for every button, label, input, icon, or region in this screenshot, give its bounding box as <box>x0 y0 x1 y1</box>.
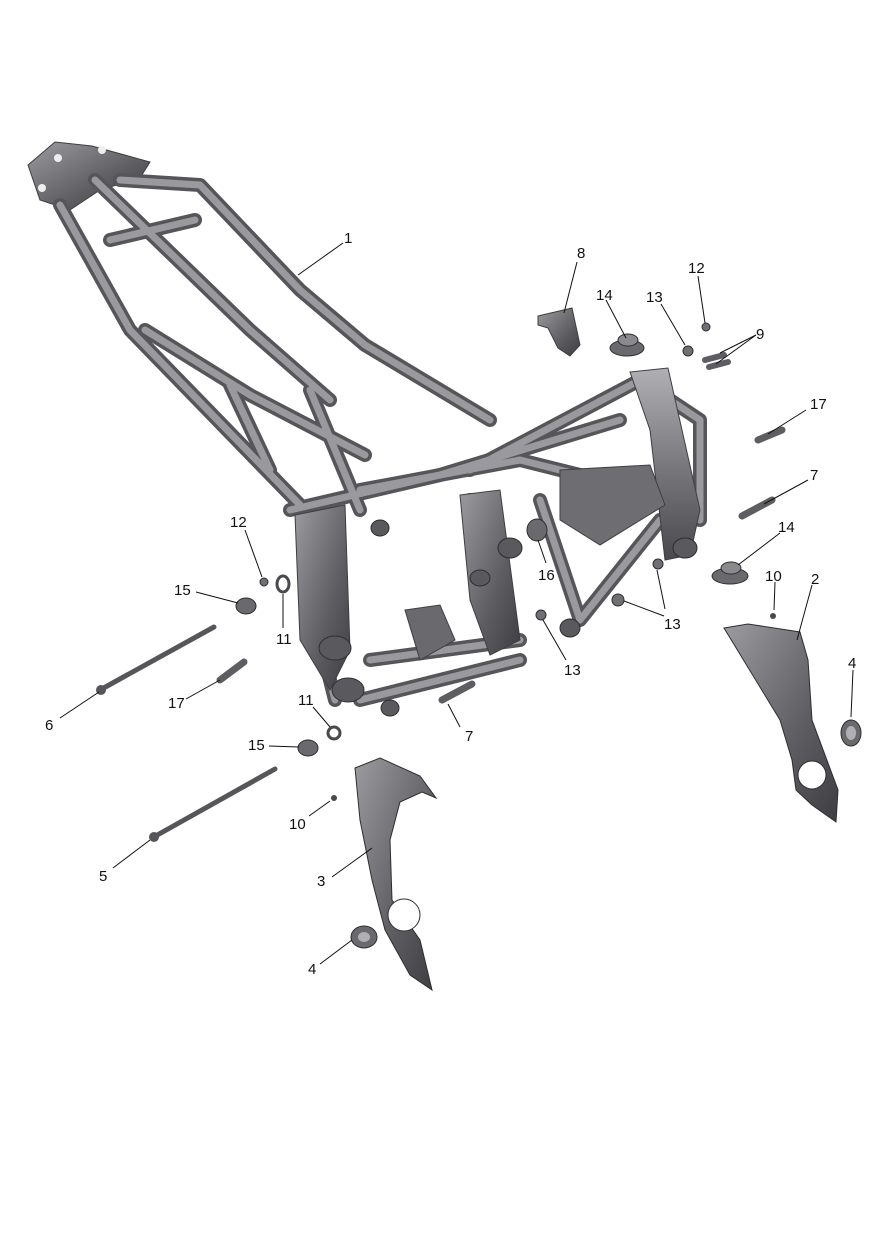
spindle-6 <box>97 624 217 693</box>
washer-11-upper <box>275 574 291 594</box>
bolt-17-left <box>216 658 248 684</box>
callout-2: 2 <box>811 571 819 588</box>
callout-4-left: 4 <box>308 961 316 978</box>
main-frame <box>27 141 707 717</box>
callout-7-right: 7 <box>810 467 818 484</box>
callout-9: 9 <box>756 326 764 343</box>
side-panel-right <box>723 623 839 823</box>
callout-14-lower: 14 <box>778 519 795 536</box>
bush <box>526 518 548 542</box>
callout-10-right: 10 <box>765 568 782 585</box>
nut-13-lower <box>535 609 547 621</box>
callout-labels: 1 2 3 4 4 5 6 7 7 8 9 10 10 11 11 12 12 … <box>45 230 856 978</box>
swingarm-pivot-plate-left <box>294 504 351 692</box>
callout-8: 8 <box>577 245 585 262</box>
callout-11-upper: 11 <box>276 631 292 648</box>
bracket-part <box>537 307 581 357</box>
nut-12-upper <box>701 322 711 332</box>
callout-17-left: 17 <box>168 695 185 712</box>
nut-13-upper <box>682 345 694 357</box>
nut-12-left <box>259 577 269 587</box>
screw-10-right <box>770 613 776 619</box>
callout-13-right: 13 <box>664 616 681 633</box>
callout-13-upper: 13 <box>646 289 663 306</box>
bolt-9b <box>706 359 731 370</box>
callout-15-lower: 15 <box>248 737 265 754</box>
callout-4-right: 4 <box>848 655 856 672</box>
spindle-5 <box>149 766 278 841</box>
callout-15-upper: 15 <box>174 582 191 599</box>
screw-10-left <box>331 795 337 801</box>
callout-12-upper: 12 <box>688 260 705 277</box>
callout-16: 16 <box>538 567 555 584</box>
callout-1: 1 <box>344 230 352 247</box>
callout-5: 5 <box>99 868 107 885</box>
callout-12-left: 12 <box>230 514 247 531</box>
side-panel-left <box>354 757 438 992</box>
bush-15-lower <box>297 739 319 757</box>
callout-7-lower: 7 <box>465 728 473 745</box>
engine-mount-plate <box>559 464 666 546</box>
bush-15-upper <box>235 597 257 615</box>
bolt-7-lower <box>438 680 476 704</box>
nut-13-mid <box>652 558 664 570</box>
washer-11-lower <box>326 725 342 741</box>
bolt-17-upper <box>754 426 786 444</box>
callout-14-upper: 14 <box>596 287 613 304</box>
nut-13-right <box>611 593 625 607</box>
callout-3: 3 <box>317 873 325 890</box>
callout-10-left: 10 <box>289 816 306 833</box>
callout-17-right: 17 <box>810 396 827 413</box>
bolt-9a <box>702 352 727 363</box>
callout-13-lower: 13 <box>564 662 581 679</box>
swingarm-pivot-plate-right <box>459 489 521 656</box>
callout-11-lower: 11 <box>298 692 314 709</box>
head-stock <box>629 367 701 561</box>
leader-lines <box>59 242 854 965</box>
callout-6: 6 <box>45 717 53 734</box>
